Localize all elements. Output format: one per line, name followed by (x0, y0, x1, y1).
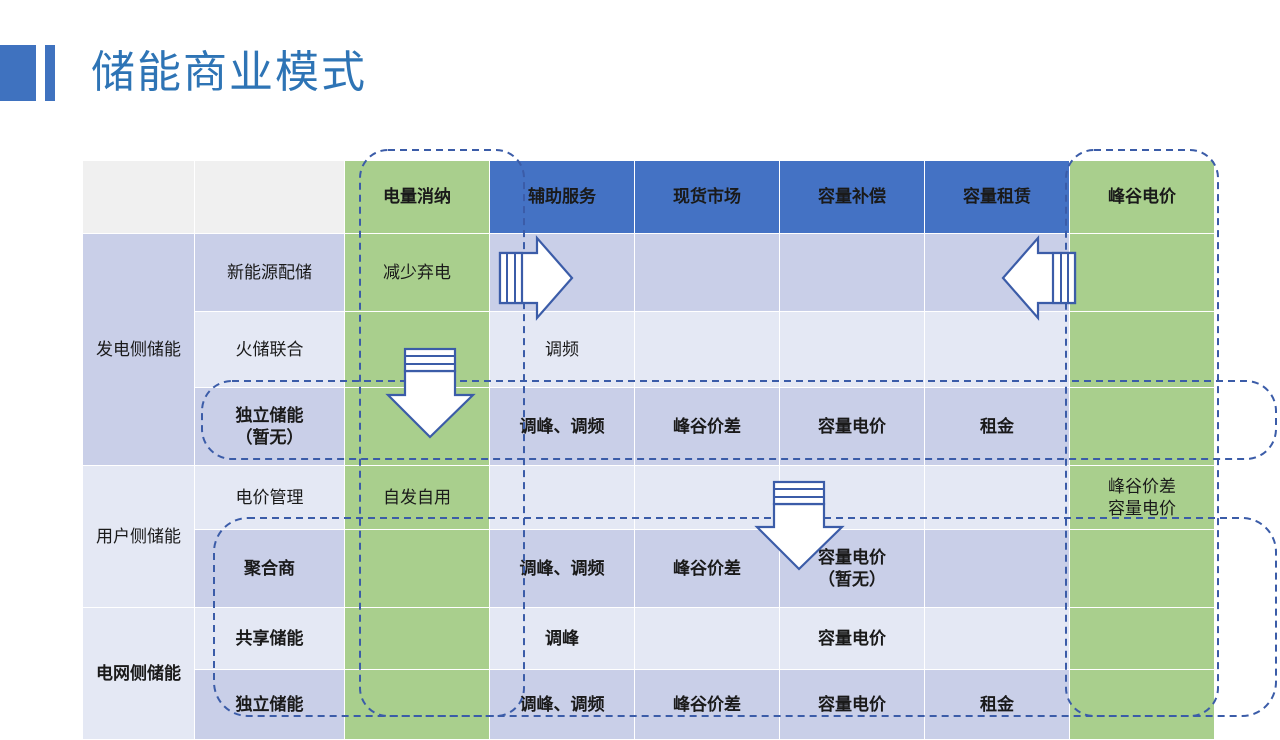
matrix-cell: 调峰、调频 (489, 387, 635, 466)
matrix-cell: 调峰 (489, 607, 635, 670)
accent-gap (36, 45, 45, 101)
matrix-cell (924, 465, 1070, 530)
matrix-cell: 调频 (489, 311, 635, 388)
column-header-1[interactable]: 电量消纳 (344, 160, 490, 234)
slide-title-bar: 储能商业模式 (0, 45, 367, 101)
matrix-cell (634, 465, 780, 530)
matrix-cell (924, 233, 1070, 312)
matrix-cell: 租金 (924, 669, 1070, 740)
matrix-header-row: 电量消纳辅助服务现货市场容量补偿容量租赁峰谷电价 (82, 160, 1215, 234)
matrix-cell (1069, 233, 1215, 312)
matrix-cell: 峰谷价差 (634, 387, 780, 466)
column-header-5[interactable]: 容量租赁 (924, 160, 1070, 234)
matrix-cell (1069, 311, 1215, 388)
matrix-cell (924, 607, 1070, 670)
matrix-cell: 峰谷价差 (634, 529, 780, 608)
matrix-cell (779, 311, 925, 388)
matrix-cell (344, 387, 490, 466)
business-model-matrix: 电量消纳辅助服务现货市场容量补偿容量租赁峰谷电价发电侧储能新能源配储减少弃电火储… (82, 160, 1215, 740)
table-row: 用户侧储能电价管理自发自用 峰谷价差 容量电价 (82, 465, 1215, 608)
row-label: 新能源配储 (194, 233, 345, 312)
matrix-cell (1069, 529, 1215, 608)
table-row: 发电侧储能新能源配储减少弃电 (82, 233, 1215, 466)
matrix-cell (1069, 607, 1215, 670)
accent-block-large (0, 45, 36, 101)
column-header-3[interactable]: 现货市场 (634, 160, 780, 234)
matrix-cell: 峰谷价差 (634, 669, 780, 740)
page-title: 储能商业模式 (91, 48, 367, 97)
header-blank-cell (194, 160, 345, 234)
row-label: 电价管理 (194, 465, 345, 530)
matrix-cell: 容量电价 (779, 387, 925, 466)
matrix-cell (1069, 669, 1215, 740)
row-label: 独立储能 （暂无） (194, 387, 345, 466)
column-header-2[interactable]: 辅助服务 (489, 160, 635, 234)
table-row: 聚合商 调峰、调频峰谷价差容量电价 （暂无） (83, 529, 1215, 608)
table-row: 独立储能 调峰、调频峰谷价差容量电价租金 (83, 669, 1215, 740)
accent-block-small (45, 45, 55, 101)
table-row: 电网侧储能共享储能调峰容量电价 (82, 607, 1215, 740)
matrix-cell (1069, 387, 1215, 466)
matrix-cell (924, 529, 1070, 608)
matrix-cell (634, 233, 780, 312)
matrix-cell: 自发自用 (344, 465, 490, 530)
row-label: 共享储能 (194, 607, 345, 670)
table-row: 火储联合 调频 (83, 311, 1215, 388)
column-header-4[interactable]: 容量补偿 (779, 160, 925, 234)
matrix-cell (634, 311, 780, 388)
group-label-1: 发电侧储能 (82, 233, 195, 466)
matrix-cell: 峰谷价差 容量电价 (1069, 465, 1215, 530)
row-label: 火储联合 (194, 311, 345, 388)
table-row: 独立储能 （暂无） 调峰、调频峰谷价差容量电价租金 (83, 387, 1215, 466)
matrix-cell (489, 465, 635, 530)
matrix-cell: 容量电价 (779, 607, 925, 670)
column-header-6[interactable]: 峰谷电价 (1069, 160, 1215, 234)
matrix-cell: 租金 (924, 387, 1070, 466)
matrix-cell (344, 669, 490, 740)
row-label: 聚合商 (194, 529, 345, 608)
matrix-cell (779, 465, 925, 530)
matrix-cell (634, 607, 780, 670)
matrix-cell: 减少弃电 (344, 233, 490, 312)
title-accent-marks (0, 45, 55, 101)
matrix-cell (344, 607, 490, 670)
matrix-cell: 容量电价 (779, 669, 925, 740)
matrix-cell (924, 311, 1070, 388)
matrix-cell (344, 529, 490, 608)
matrix-cell (779, 233, 925, 312)
matrix-cell: 调峰、调频 (489, 669, 635, 740)
matrix-table: 电量消纳辅助服务现货市场容量补偿容量租赁峰谷电价发电侧储能新能源配储减少弃电火储… (82, 160, 1215, 740)
matrix-cell: 容量电价 （暂无） (779, 529, 925, 608)
row-label: 独立储能 (194, 669, 345, 740)
matrix-cell: 调峰、调频 (489, 529, 635, 608)
group-label-2: 用户侧储能 (82, 465, 195, 608)
header-blank-cell (82, 160, 195, 234)
matrix-cell (344, 311, 490, 388)
group-label-3: 电网侧储能 (82, 607, 195, 740)
matrix-cell (489, 233, 635, 312)
